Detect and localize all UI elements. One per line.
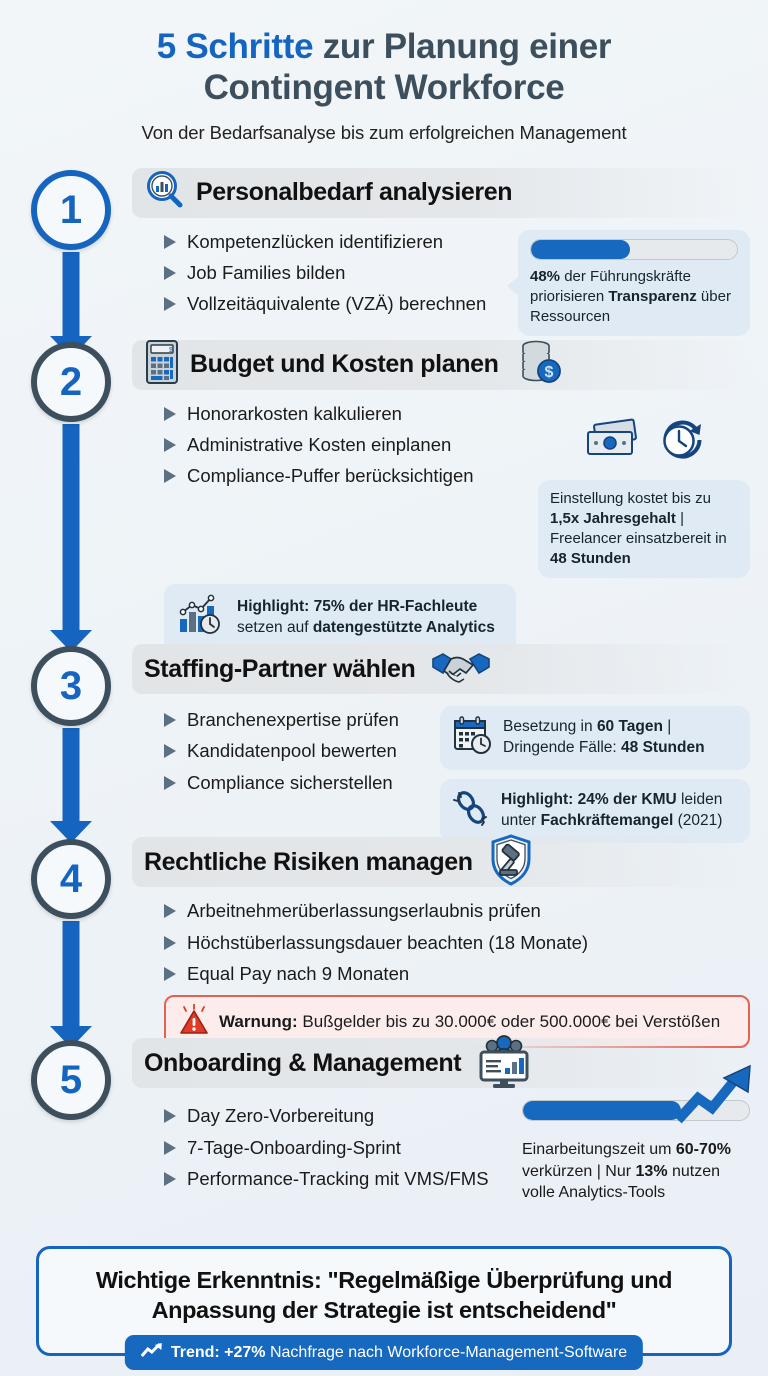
clock-icon xyxy=(657,418,705,467)
step-2-header: $ xyxy=(132,338,750,391)
monitor-team-chart-icon xyxy=(475,1034,533,1093)
step-5-content: Onboarding & Management xyxy=(132,1035,768,1203)
footer-title-line2: Anpassung der Strategie ist entscheidend… xyxy=(151,1296,617,1323)
step-3-rail: 3 xyxy=(0,644,142,844)
footer-conclusion: Wichtige Erkenntnis: "Regelmäßige Überpr… xyxy=(36,1245,732,1370)
step-1-callout-text: 48% der Führungskräfte priorisieren Tran… xyxy=(530,267,731,325)
step-5-rail: 5 xyxy=(0,1038,142,1203)
step-2-content: $ xyxy=(132,339,768,653)
trend-badge: Trend: +27% Nachfrage nach Workforce-Man… xyxy=(124,1335,644,1370)
step-1-title: Personalbedarf analysieren xyxy=(196,178,513,207)
step-3-bullets: Branchenexpertise prüfen Kandidatenpool … xyxy=(142,706,428,843)
step-3: 3 Staffing-Partner wählen xyxy=(0,644,768,844)
title-line2: Contingent Workforce xyxy=(203,68,565,108)
footer-title: Wichtige Erkenntnis: "Regelmäßige Überpr… xyxy=(59,1265,709,1325)
header: 5 Schritte zur Planung einer Contingent … xyxy=(0,0,768,144)
step-4-title: Rechtliche Risiken managen xyxy=(144,847,473,876)
list-item: Arbeitnehmerüberlassungserlaubnis prüfen xyxy=(142,899,750,923)
trend-text: Trend: +27% Nachfrage nach Workforce-Man… xyxy=(170,1343,628,1361)
list-item: Kandidatenpool bewerten xyxy=(142,739,428,763)
list-item: Vollzeitäquivalente (VZÄ) berechnen xyxy=(142,292,506,316)
handshake-icon xyxy=(429,645,493,694)
broken-chain-icon xyxy=(452,788,492,834)
step-4-arrow-down xyxy=(50,921,92,1049)
money-icon xyxy=(583,418,645,467)
step-3-time-text: Besetzung in 60 Tagen |Dringende Fälle: … xyxy=(503,718,705,757)
step-5: 5 Onboarding & Management xyxy=(0,1035,768,1203)
step-2-number-circle: 2 xyxy=(31,341,111,422)
step-2-title: Budget und Kosten planen xyxy=(190,350,499,379)
list-item: Branchenexpertise prüfen xyxy=(142,708,428,732)
step-4-header: Rechtliche Risiken managen xyxy=(132,834,750,888)
warning-triangle-icon xyxy=(179,1004,209,1039)
step-2: 2 $ xyxy=(0,339,768,653)
list-item: Compliance-Puffer berücksichtigen xyxy=(142,464,526,488)
footer-title-line1: Wichtige Erkenntnis: "Regelmäßige Überpr… xyxy=(95,1266,673,1293)
svg-text:$: $ xyxy=(169,347,173,354)
step-4-number-circle: 4 xyxy=(31,839,111,920)
progress-bar-icon xyxy=(530,238,738,260)
step-5-title: Onboarding & Management xyxy=(144,1048,462,1077)
bar-chart-clock-icon xyxy=(176,593,228,643)
title-line1-rest: zur Planung einer xyxy=(322,27,612,66)
title-accent: 5 Schritte xyxy=(156,27,314,66)
step-3-number-circle: 3 xyxy=(31,646,111,727)
calendar-clock-icon xyxy=(452,715,494,761)
step-4-rail: 4 xyxy=(0,837,142,1049)
page-title: 5 Schritte zur Planung einer Contingent … xyxy=(40,26,728,109)
step-1-content: Personalbedarf analysieren Kompetenzlück… xyxy=(132,167,768,358)
list-item: Compliance sicherstellen xyxy=(142,771,428,795)
step-2-callout-cost: Einstellung kostet bis zu 1,5x Jahresgeh… xyxy=(538,479,750,578)
step-1-rail: 1 xyxy=(0,168,142,358)
step-3-arrow-down xyxy=(50,728,92,844)
step-3-content: Staffing-Partner wählen xyxy=(132,644,768,844)
step-5-number-circle: 5 xyxy=(31,1040,111,1121)
list-item: Equal Pay nach 9 Monaten xyxy=(142,962,750,986)
list-item: Day Zero-Vorbereitung xyxy=(142,1104,510,1128)
step-2-arrow-down xyxy=(50,423,92,653)
list-item: Höchstüberlassungsdauer beachten (18 Mon… xyxy=(142,931,750,955)
steps-list: 1 xyxy=(0,167,768,1204)
magnifier-chart-icon xyxy=(144,169,186,216)
step-1-callout: 48% der Führungskräfte priorisieren Tran… xyxy=(507,229,750,336)
step-3-callout-time: Besetzung in 60 Tagen |Dringende Fälle: … xyxy=(440,706,750,771)
list-item: Job Families bilden xyxy=(142,261,506,285)
step-1-bullets: Kompetenzlücken identifizieren Job Famil… xyxy=(142,230,506,336)
trend-up-arrow-icon xyxy=(672,1062,754,1131)
step-3-title: Staffing-Partner wählen xyxy=(144,654,416,683)
step-2-rail: 2 xyxy=(0,340,142,653)
step-5-header: Onboarding & Management xyxy=(132,1035,750,1089)
svg-text:$: $ xyxy=(545,364,554,381)
list-item: 7-Tage-Onboarding-Sprint xyxy=(142,1136,510,1160)
list-item: Administrative Kosten einplanen xyxy=(142,433,526,457)
step-5-bullets: Day Zero-Vorbereitung 7-Tage-Onboarding-… xyxy=(142,1100,510,1203)
step-1: 1 xyxy=(0,167,768,358)
step-4-bullets: Arbeitnehmerüberlassungserlaubnis prüfen… xyxy=(142,899,750,986)
coins-dollar-icon: $ xyxy=(514,338,568,391)
step-1-number-circle: 1 xyxy=(31,169,111,250)
step-5-stat-text: Einarbeitungszeit um 60-70% verkürzen | … xyxy=(522,1141,732,1202)
list-item: Kompetenzlücken identifizieren xyxy=(142,230,506,254)
step-4-warning-text: Warnung: Bußgelder bis zu 30.000€ oder 5… xyxy=(219,1011,721,1031)
step-3-header: Staffing-Partner wählen xyxy=(132,644,750,695)
step-2-bullets: Honorarkosten kalkulieren Administrative… xyxy=(142,402,526,496)
step-4: 4 Rechtliche Risiken managen xyxy=(0,834,768,1049)
step-4-content: Rechtliche Risiken managen xyxy=(132,834,768,1049)
step-1-header: Personalbedarf analysieren xyxy=(132,167,750,218)
shield-gavel-icon xyxy=(487,834,535,891)
list-item: Honorarkosten kalkulieren xyxy=(142,402,526,426)
calculator-icon: $ xyxy=(144,339,180,390)
list-item: Performance-Tracking mit VMS/FMS xyxy=(142,1167,510,1191)
trend-up-icon xyxy=(140,1342,163,1363)
page-subtitle: Von der Bedarfsanalyse bis zum erfolgrei… xyxy=(141,121,627,143)
